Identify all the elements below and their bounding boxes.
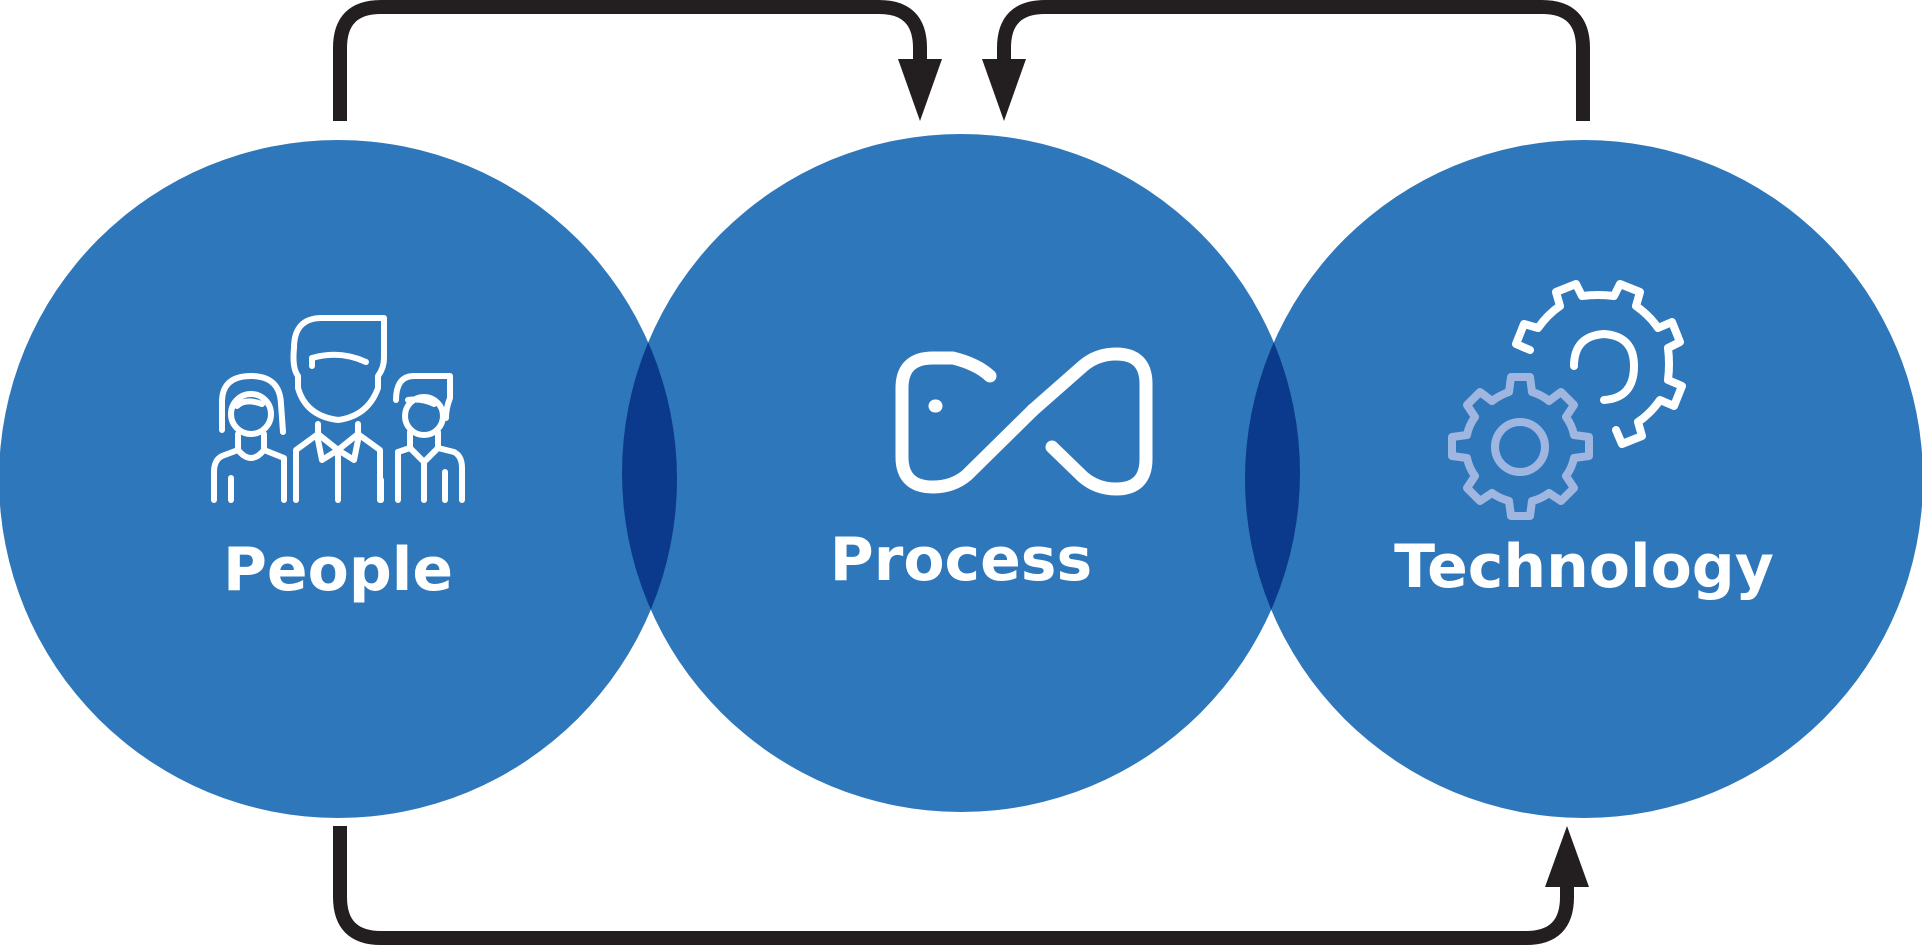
technology-label: Technology: [1394, 532, 1774, 602]
people-group-icon: [211, 315, 465, 503]
arrowhead-into-process-right: [982, 59, 1026, 121]
technology-circle: [1245, 140, 1922, 818]
people-label: People: [223, 535, 453, 605]
people-to-technology-connector: [333, 826, 1574, 945]
gears-icon: [1448, 280, 1686, 520]
people-to-process-connector: [333, 0, 927, 121]
process-label: Process: [830, 525, 1092, 595]
arrowhead-into-process-left: [898, 59, 942, 121]
arrowhead-into-technology: [1545, 826, 1589, 887]
technology-to-process-connector: [997, 0, 1590, 121]
infinity-loop-icon: [895, 347, 1153, 496]
